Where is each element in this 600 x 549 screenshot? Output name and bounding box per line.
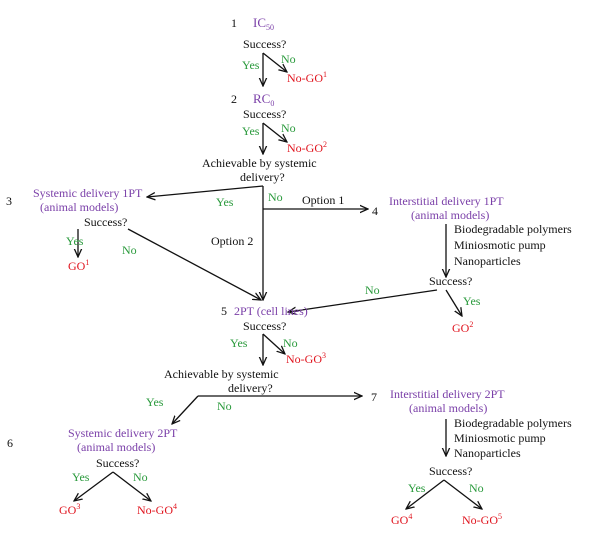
- node-5-number: 5: [221, 304, 227, 318]
- node-1-no: No: [281, 52, 296, 66]
- question-1-line1: Achievable by systemic: [202, 156, 317, 170]
- edge-q1-to-n3: [147, 185, 264, 197]
- node-4-title: Interstitial delivery 1PT: [389, 194, 504, 208]
- node-5-yes: Yes: [230, 336, 248, 350]
- question-1-line2: delivery?: [240, 170, 285, 184]
- node-2-no: No: [281, 121, 296, 135]
- node-7-number: 7: [371, 390, 377, 404]
- node-5-success: Success?: [243, 319, 286, 333]
- node-7-method-3: Nanoparticles: [454, 446, 521, 460]
- node-6-nogo: No-GO4: [137, 502, 177, 517]
- question-1: Achievable by systemic delivery? Yes No …: [202, 156, 344, 248]
- node-7-success: Success?: [429, 464, 472, 478]
- edge-n4-yes: [445, 289, 462, 316]
- option-1-label: Option 1: [302, 193, 344, 207]
- edge-n6-yes: [74, 471, 114, 501]
- node-7-title: Interstitial delivery 2PT: [390, 387, 505, 401]
- node-4-success: Success?: [429, 274, 472, 288]
- node-4-subtitle: (animal models): [411, 208, 489, 222]
- node-5-nogo: No-GO3: [286, 351, 326, 366]
- node-6-title: Systemic delivery 2PT: [68, 426, 178, 440]
- node-6-no: No: [133, 470, 148, 484]
- edges: [74, 52, 482, 509]
- node-3-yes: Yes: [66, 234, 84, 248]
- node-7: 7 Interstitial delivery 2PT (animal mode…: [371, 387, 572, 527]
- node-6-go: GO3: [59, 502, 80, 517]
- node-5-no: No: [283, 336, 298, 350]
- node-1: 1 IC50 Success? Yes No No-GO1: [231, 15, 327, 85]
- node-1-title: IC50: [253, 15, 274, 32]
- node-4-method-2: Miniosmotic pump: [454, 238, 546, 252]
- node-2-title: RC0: [253, 91, 274, 108]
- node-6-subtitle: (animal models): [77, 440, 155, 454]
- node-7-no: No: [469, 481, 484, 495]
- question-2-yes: Yes: [146, 395, 164, 409]
- question-2-line1: Achievable by systemic: [164, 367, 279, 381]
- node-6-yes: Yes: [72, 470, 90, 484]
- edge-n7-no: [443, 479, 482, 509]
- node-2: 2 RC0 Success? Yes No No-GO2: [231, 91, 327, 155]
- question-2-line2: delivery?: [228, 381, 273, 395]
- node-4-no: No: [365, 283, 380, 297]
- node-7-nogo: No-GO5: [462, 512, 502, 527]
- node-4-yes: Yes: [463, 294, 481, 308]
- edge-n5-no: [262, 333, 285, 354]
- node-1-number: 1: [231, 16, 237, 30]
- question-1-no: No: [268, 190, 283, 204]
- edge-n6-no: [112, 471, 151, 501]
- node-3-number: 3: [6, 194, 12, 208]
- question-1-yes: Yes: [216, 195, 234, 209]
- node-3: 3 Systemic delivery 1PT (animal models) …: [6, 186, 143, 273]
- node-1-nogo: No-GO1: [287, 70, 327, 85]
- edge-n4-no: [288, 289, 438, 312]
- node-6-success: Success?: [96, 456, 139, 470]
- node-6-number: 6: [7, 436, 13, 450]
- node-5-title: 2PT (cell lines): [234, 304, 308, 318]
- node-4: 4 Interstitial delivery 1PT (animal mode…: [365, 194, 572, 335]
- edge-q2-yes-to-n6: [172, 395, 199, 424]
- node-7-subtitle: (animal models): [409, 401, 487, 415]
- node-1-yes: Yes: [242, 58, 260, 72]
- node-3-success: Success?: [84, 215, 127, 229]
- node-7-method-2: Miniosmotic pump: [454, 431, 546, 445]
- node-3-title: Systemic delivery 1PT: [33, 186, 143, 200]
- option-2-label: Option 2: [211, 234, 253, 248]
- node-2-success: Success?: [243, 107, 286, 121]
- node-7-yes: Yes: [408, 481, 426, 495]
- question-2: Achievable by systemic delivery? Yes No: [146, 367, 279, 413]
- node-4-method-3: Nanoparticles: [454, 254, 521, 268]
- node-3-no: No: [122, 243, 137, 257]
- edge-n2-no: [262, 122, 287, 142]
- node-2-number: 2: [231, 92, 237, 106]
- edge-n7-yes: [406, 479, 445, 509]
- node-4-method-1: Biodegradable polymers: [454, 222, 572, 236]
- node-4-go: GO2: [452, 320, 473, 335]
- edge-n1-no: [262, 52, 287, 72]
- edge-n3-no: [127, 228, 261, 300]
- node-2-yes: Yes: [242, 124, 260, 138]
- node-7-method-1: Biodegradable polymers: [454, 416, 572, 430]
- node-3-go: GO1: [68, 258, 89, 273]
- node-3-subtitle: (animal models): [40, 200, 118, 214]
- node-5: 5 2PT (cell lines) Success? Yes No No-GO…: [221, 304, 326, 366]
- node-4-number: 4: [372, 204, 378, 218]
- node-7-go: GO4: [391, 512, 412, 527]
- node-2-nogo: No-GO2: [287, 140, 327, 155]
- node-1-success: Success?: [243, 37, 286, 51]
- node-6: 6 Systemic delivery 2PT (animal models) …: [7, 426, 178, 517]
- question-2-no: No: [217, 399, 232, 413]
